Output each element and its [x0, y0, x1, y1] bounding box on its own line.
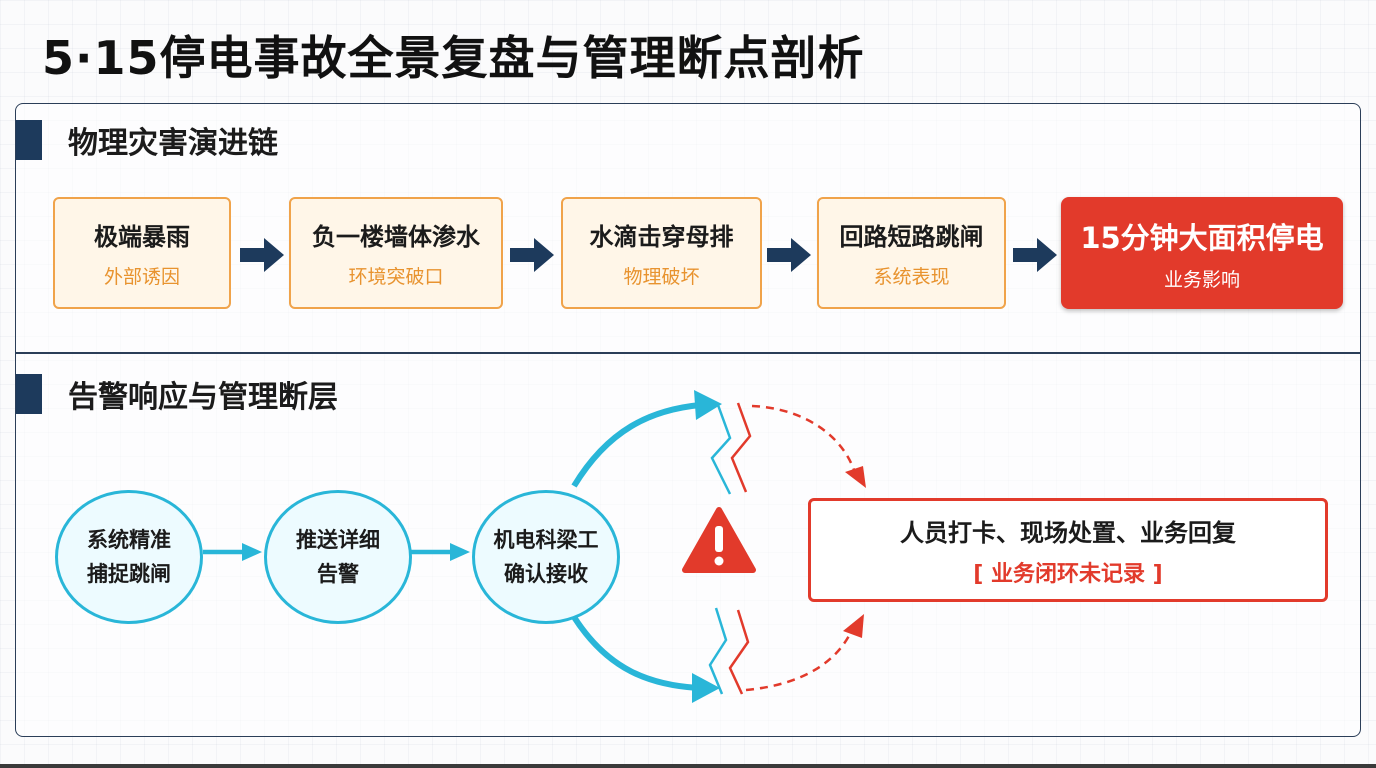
section-header-alarm-response: 告警响应与管理断层	[16, 374, 338, 415]
section-title-physical-chain: 物理灾害演进链	[68, 126, 278, 161]
chain-step-subtitle: 系统表现	[873, 266, 950, 288]
node-label-line: 系统精准	[87, 528, 171, 552]
chain-step-title: 水滴击穿母排	[589, 223, 734, 251]
result-sub-text: [ 业务闭环未记录 ]	[973, 561, 1163, 587]
section-divider	[15, 352, 1361, 354]
chain-step-title: 极端暴雨	[94, 223, 190, 251]
response-node-detect-trip: 系统精准 捕捉跳闸	[55, 490, 203, 624]
dashed-arrow-upper	[751, 404, 866, 488]
chain-step-rainstorm: 极端暴雨 外部诱因	[53, 197, 231, 309]
result-main-text: 人员打卡、现场处置、业务回复	[900, 518, 1236, 547]
result-box-unrecorded-closure: 人员打卡、现场处置、业务回复 [ 业务闭环未记录 ]	[808, 498, 1328, 602]
arrow-right-icon	[240, 238, 284, 272]
node-label-line: 推送详细	[296, 528, 380, 552]
warning-triangle-icon	[682, 507, 756, 573]
response-node-push-alarm: 推送详细 告警	[264, 490, 412, 624]
connector-arrow-2	[411, 543, 470, 561]
node-label-line: 告警	[317, 562, 359, 586]
branch-arrow-lower	[571, 615, 720, 703]
section-header-physical-chain: 物理灾害演进链	[16, 120, 278, 161]
node-label-line: 确认接收	[504, 562, 588, 586]
connector-arrow-1	[203, 543, 262, 561]
chain-step-subtitle: 物理破坏	[623, 266, 700, 288]
lightning-break-icon	[708, 607, 750, 695]
dashed-arrow-lower	[745, 614, 864, 692]
section-marker-bar	[16, 120, 42, 160]
chain-step-subtitle: 外部诱因	[103, 266, 180, 288]
node-label-line: 捕捉跳闸	[87, 562, 171, 586]
bottom-edge-strip	[0, 764, 1376, 768]
response-node-confirm-receipt: 机电科梁工 确认接收	[472, 490, 620, 624]
chain-step-subtitle: 环境突破口	[348, 266, 444, 288]
chain-step-short-circuit-trip: 回路短路跳闸 系统表现	[817, 197, 1006, 309]
chain-step-busbar-breakdown: 水滴击穿母排 物理破坏	[561, 197, 762, 309]
chain-step-wall-seepage: 负一楼墙体渗水 环境突破口	[289, 197, 503, 309]
chain-step-title: 15分钟大面积停电	[1080, 220, 1324, 255]
section-title-alarm-response: 告警响应与管理断层	[68, 380, 338, 415]
chain-step-title: 回路短路跳闸	[839, 223, 984, 251]
lightning-break-icon	[710, 402, 752, 495]
branch-arrow-upper	[571, 390, 722, 488]
chain-step-power-outage: 15分钟大面积停电 业务影响	[1061, 197, 1343, 309]
page-title: 5·15停电事故全景复盘与管理断点剖析	[42, 31, 865, 85]
chain-step-title: 负一楼墙体渗水	[312, 223, 480, 251]
node-label-line: 机电科梁工	[493, 528, 599, 552]
chain-step-subtitle: 业务影响	[1163, 268, 1240, 291]
arrow-right-icon	[510, 238, 554, 272]
arrow-right-icon	[1013, 238, 1057, 272]
arrow-right-icon	[767, 238, 811, 272]
section-marker-bar	[16, 374, 42, 414]
